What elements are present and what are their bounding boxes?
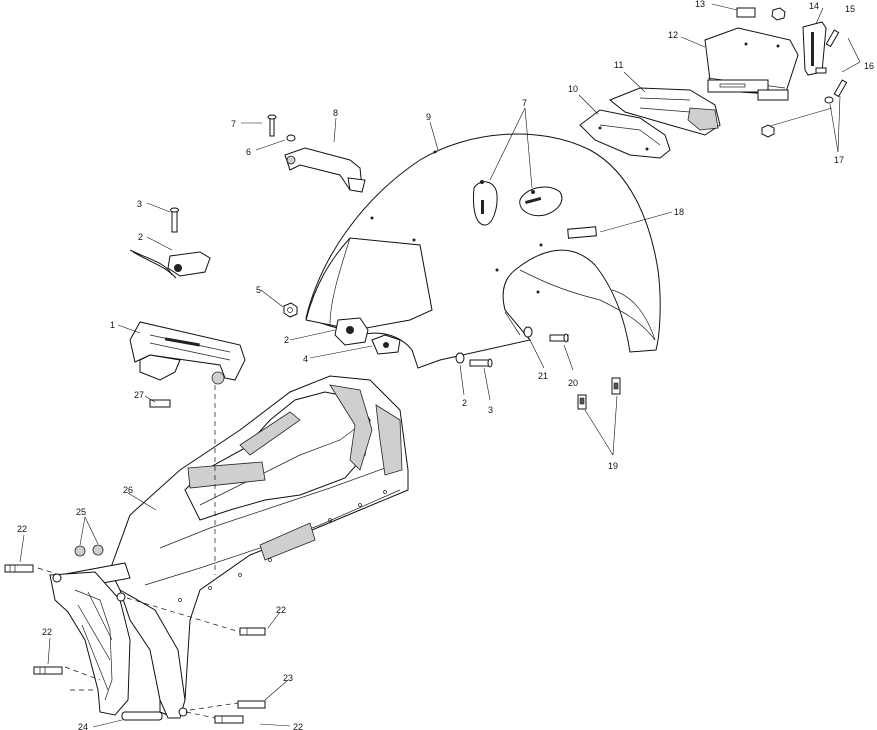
callout-22: 22: [293, 722, 303, 730]
screw-3-lower: [469, 358, 493, 368]
fender-insert-right: [519, 186, 563, 217]
callout-2: 2: [462, 398, 467, 408]
lens-10: [579, 109, 671, 159]
decal-18: [567, 226, 597, 239]
callout-7: 7: [522, 98, 527, 108]
callout-1: 1: [110, 320, 115, 330]
callout-22: 22: [276, 605, 286, 615]
callout-6: 6: [246, 147, 251, 157]
callout-22: 22: [42, 627, 52, 637]
tag-13: [736, 7, 756, 18]
bushings-25: [74, 544, 104, 557]
callout-24: 24: [78, 722, 88, 730]
callout-14: 14: [809, 1, 819, 11]
washer-6: [286, 134, 296, 142]
seat-bracket-1: [129, 321, 246, 385]
callout-7: 7: [231, 119, 236, 129]
callout-15: 15: [845, 4, 855, 14]
callout-2: 2: [138, 232, 143, 242]
callout-19: 19: [608, 461, 618, 471]
callout-3: 3: [137, 199, 142, 209]
clip-2-lower: [334, 317, 369, 346]
assembly-lines: [37, 385, 241, 719]
nut-top: [771, 7, 786, 21]
frame-assembly: [49, 375, 409, 719]
bolt-23: [237, 700, 266, 709]
screw-20: [549, 333, 569, 343]
plate-4: [371, 334, 401, 355]
callout-23: 23: [283, 673, 293, 683]
callout-3: 3: [488, 405, 493, 415]
callout-5: 5: [256, 285, 261, 295]
callouts: 1 2 2 2 3 3 4 5 6 7 7 8 9 10 11 12 13 14…: [17, 0, 874, 730]
screw-3-top: [170, 207, 179, 233]
callout-26: 26: [123, 485, 133, 495]
callout-16: 16: [864, 61, 874, 71]
rear-fender-9: [305, 133, 661, 369]
wire-bracket-2: [129, 249, 211, 279]
nut-5: [283, 302, 298, 318]
callout-25: 25: [76, 507, 86, 517]
callout-10: 10: [568, 84, 578, 94]
callout-13: 13: [695, 0, 705, 9]
bracket-8: [284, 147, 366, 193]
leader-lines: [19, 3, 861, 728]
bolts-22: [4, 564, 266, 724]
callout-8: 8: [333, 108, 338, 118]
bracket-14-15: [802, 21, 827, 76]
callout-27: 27: [134, 390, 144, 400]
fender-insert-left: [473, 180, 498, 226]
lens-11: [609, 87, 721, 136]
bolt-27: [149, 399, 171, 408]
callout-22: 22: [17, 524, 27, 534]
callout-4: 4: [303, 354, 308, 364]
callout-12: 12: [668, 30, 678, 40]
callout-2: 2: [284, 335, 289, 345]
plate-bracket-12: [704, 27, 799, 101]
washer-21: [523, 326, 533, 338]
callout-9: 9: [426, 112, 431, 122]
callout-20: 20: [568, 378, 578, 388]
callout-11: 11: [614, 60, 623, 70]
bolt-7-upper-left: [267, 114, 277, 137]
callout-21: 21: [538, 371, 548, 381]
bolts-16-17: [761, 29, 848, 138]
clips-19: [577, 377, 621, 410]
callout-17: 17: [834, 155, 844, 165]
washer-2-lower: [455, 352, 465, 364]
spring-pin-24: [121, 711, 163, 721]
callout-18: 18: [674, 207, 684, 217]
